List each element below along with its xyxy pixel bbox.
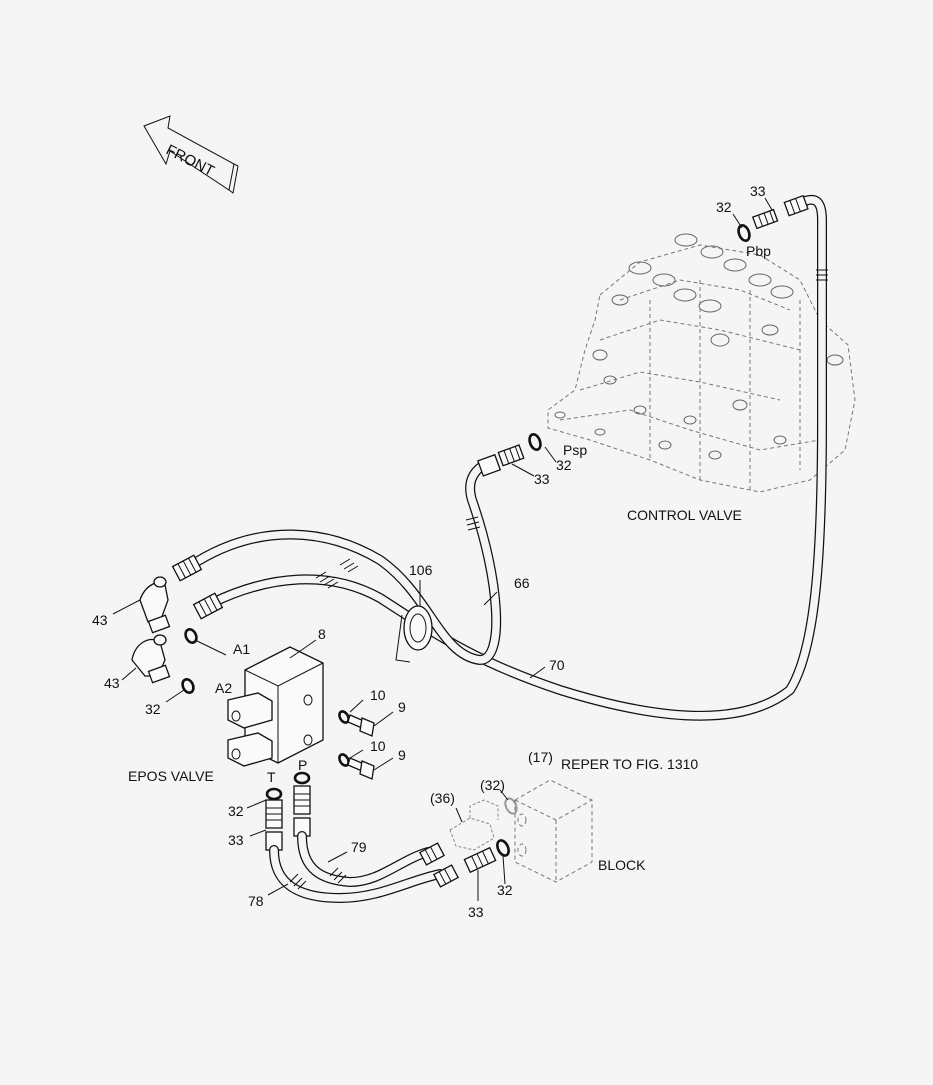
callout-17: (17)	[528, 749, 553, 765]
callout-43-a: 43	[92, 612, 108, 628]
port-p-label: P	[298, 757, 307, 773]
pbp-fittings: Pbp	[737, 194, 809, 259]
hose-end-fittings	[171, 554, 224, 620]
port-pbp-label: Pbp	[746, 243, 771, 259]
callout-33-psp: 33	[534, 471, 550, 487]
callout-32-a2: 32	[145, 701, 161, 717]
hoses-78-79	[269, 831, 459, 903]
front-label: FRONT	[163, 141, 217, 180]
block-label: BLOCK	[598, 857, 646, 873]
leader-lines	[112, 197, 773, 901]
callout-9-b: 9	[398, 747, 406, 763]
callout-32-top: 32	[716, 199, 732, 215]
hose-66	[185, 457, 502, 665]
hose-70	[207, 194, 828, 721]
port-a1-label: A1	[233, 641, 250, 657]
callout-79: 79	[351, 839, 367, 855]
callout-66: 66	[514, 575, 530, 591]
port-psp-label: Psp	[563, 442, 587, 458]
control-valve: CONTROL VALVE	[547, 233, 856, 523]
callout-9-a: 9	[398, 699, 406, 715]
callout-33-top: 33	[750, 183, 766, 199]
callout-32-bottom: 32	[497, 882, 513, 898]
port-t-label: T	[267, 769, 276, 785]
callout-33-bottom: 33	[468, 904, 484, 920]
callout-8: 8	[318, 626, 326, 642]
callout-106: 106	[409, 562, 433, 578]
refer-note: REPER TO FIG. 1310	[561, 756, 698, 772]
front-arrow: FRONT	[143, 115, 239, 194]
callout-33-t: 33	[228, 832, 244, 848]
callout-32-paren: (32)	[480, 777, 505, 793]
callout-36-paren: (36)	[430, 790, 455, 806]
callout-10-a: 10	[370, 687, 386, 703]
tp-fittings	[265, 771, 311, 851]
elbow-fittings	[131, 576, 198, 694]
epos-valve-block: A1 A2 EPOS VALVE T P	[128, 641, 324, 785]
block-phantom: BLOCK REPER TO FIG. 1310	[514, 756, 698, 883]
callout-43-b: 43	[104, 675, 120, 691]
callouts: 33 32 32 33 106 66 70 8 43 43 32 10 9 10…	[92, 183, 766, 920]
callout-78: 78	[248, 893, 264, 909]
clamp-106	[395, 605, 433, 663]
psp-fittings: Psp	[477, 432, 587, 477]
port-a2-label: A2	[215, 680, 232, 696]
callout-32-psp: 32	[556, 457, 572, 473]
bolts-washers	[338, 710, 375, 780]
block-fittings	[449, 797, 518, 874]
callout-32-t: 32	[228, 803, 244, 819]
control-valve-label: CONTROL VALVE	[627, 507, 742, 523]
callout-70: 70	[549, 657, 565, 673]
callout-10-b: 10	[370, 738, 386, 754]
epos-valve-label: EPOS VALVE	[128, 768, 214, 784]
